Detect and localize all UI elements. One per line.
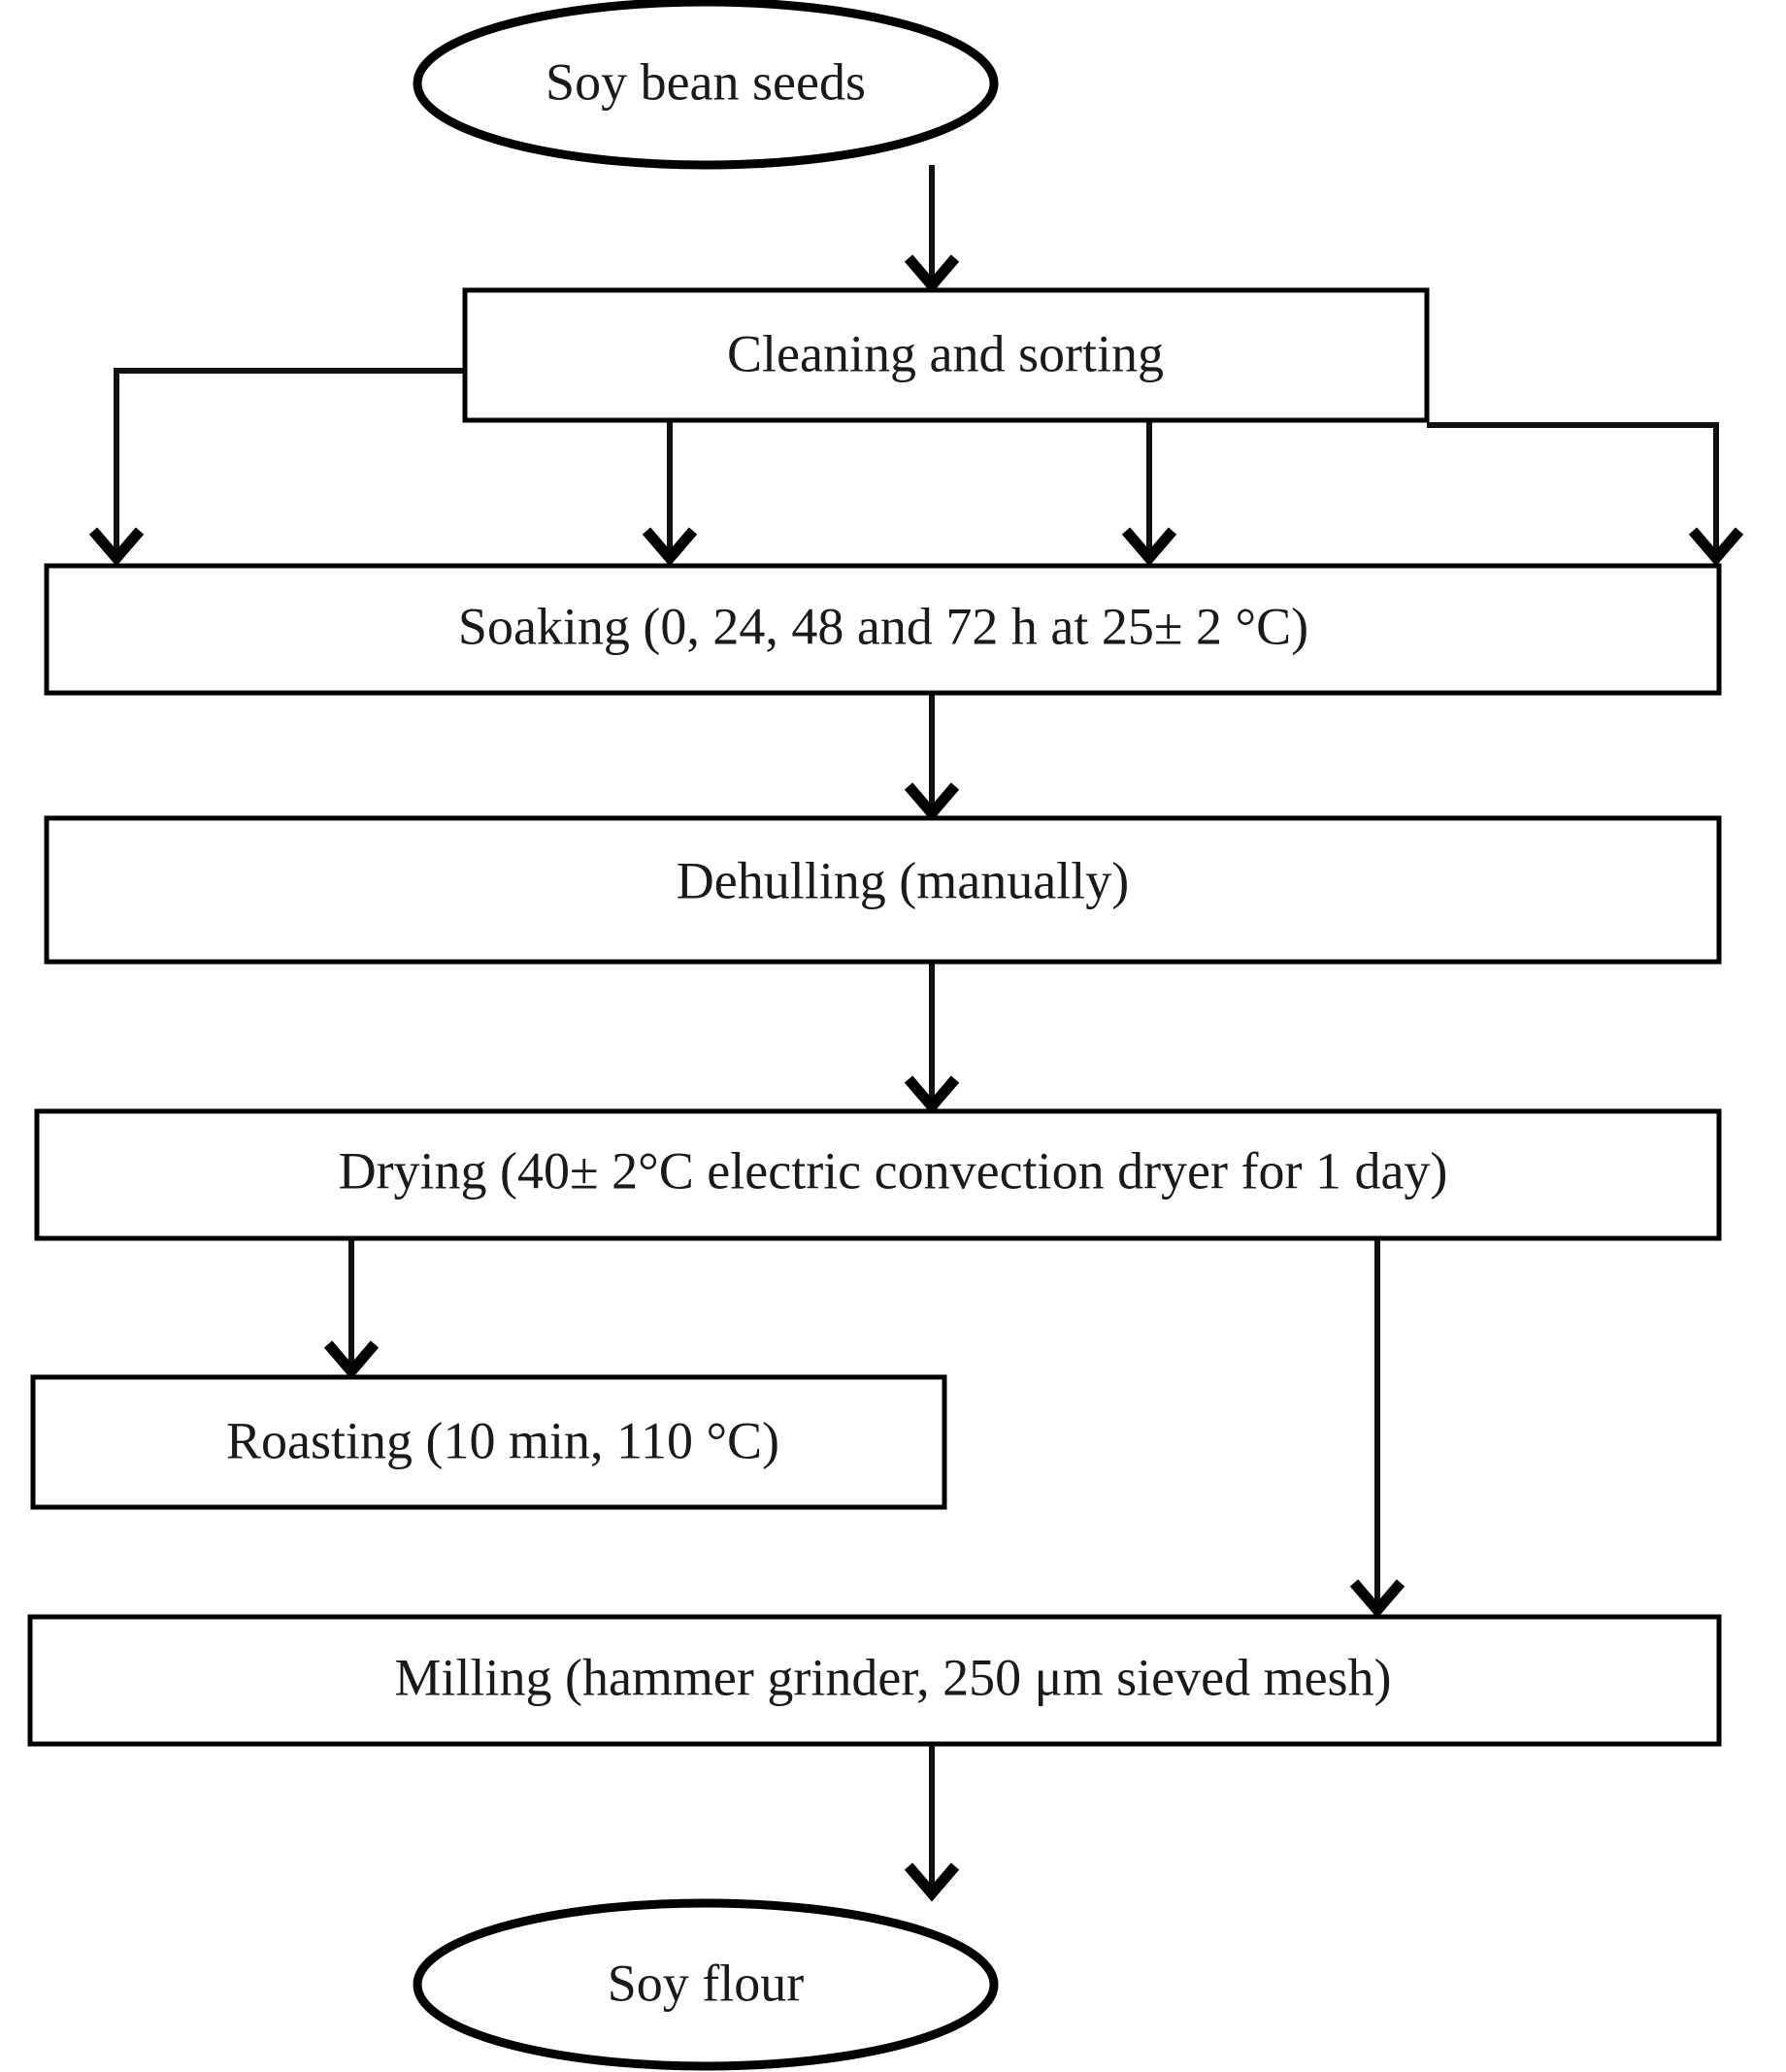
- node-roasting[interactable]: Roasting (10 min, 110 °C): [30, 1374, 947, 1510]
- connector-soaking-to-dehulling: [904, 693, 960, 822]
- arrowhead-icon: [642, 527, 698, 567]
- node-soy-flour[interactable]: Soy flour: [413, 1898, 999, 2071]
- connector-drying-to-roasting: [323, 1238, 380, 1380]
- arrowhead-icon: [904, 1862, 960, 1902]
- node-shape-rect: [27, 1614, 1722, 1747]
- arrowhead-icon: [904, 1075, 960, 1115]
- connector-cleaning-to-soaking-far-left: [88, 368, 465, 567]
- connector-cleaning-to-soaking-far-right: [1427, 422, 1744, 567]
- connector-milling-to-soy-flour: [904, 1744, 960, 1902]
- node-label: Cleaning and sorting: [727, 324, 1164, 382]
- node-shape-ellipse: [413, 1898, 999, 2071]
- node-milling[interactable]: Milling (hammer grinder, 250 μm sieved m…: [27, 1614, 1722, 1747]
- node-layer: Soy bean seeds Cleaning and sorting Soak…: [27, 0, 1722, 2071]
- node-soy-bean-seeds[interactable]: Soy bean seeds: [413, 0, 999, 170]
- arrowhead-icon: [1688, 527, 1744, 567]
- arrowhead-icon: [1121, 527, 1177, 567]
- connector-drying-to-milling: [1349, 1238, 1406, 1619]
- node-label: Drying (40± 2°C electric convection drye…: [339, 1141, 1448, 1200]
- node-soaking[interactable]: Soaking (0, 24, 48 and 72 h at 25± 2 °C): [44, 563, 1722, 696]
- node-label: Dehulling (manually): [677, 851, 1129, 909]
- node-shape-ellipse: [413, 0, 999, 170]
- node-shape-rect: [44, 815, 1722, 965]
- node-cleaning-and-sorting[interactable]: Cleaning and sorting: [462, 287, 1430, 423]
- arrowhead-icon: [904, 254, 960, 294]
- arrowhead-icon: [904, 782, 960, 822]
- node-shape-rect: [462, 287, 1430, 423]
- node-shape-rect: [34, 1108, 1722, 1241]
- node-shape-rect: [44, 563, 1722, 696]
- node-label: Soy bean seeds: [546, 52, 866, 111]
- node-label: Soaking (0, 24, 48 and 72 h at 25± 2 °C): [458, 597, 1308, 655]
- connector-seeds-to-cleaning: [904, 165, 960, 294]
- connector-cleaning-to-soaking-mid-left: [642, 420, 698, 567]
- connector-line: [1427, 422, 1719, 557]
- arrowhead-icon: [1349, 1579, 1406, 1619]
- node-label: Milling (hammer grinder, 250 μm sieved m…: [394, 1648, 1391, 1706]
- node-label: Roasting (10 min, 110 °C): [226, 1411, 779, 1469]
- node-label: Soy flour: [608, 1954, 805, 2012]
- connector-line: [114, 368, 465, 557]
- node-dehulling[interactable]: Dehulling (manually): [44, 815, 1722, 965]
- node-shape-rect: [30, 1374, 947, 1510]
- arrowhead-icon: [88, 527, 145, 567]
- arrowhead-icon: [323, 1340, 380, 1380]
- node-drying[interactable]: Drying (40± 2°C electric convection drye…: [34, 1108, 1722, 1241]
- connector-layer: [88, 165, 1744, 1902]
- connector-cleaning-to-soaking-mid-right: [1121, 420, 1177, 567]
- connector-dehulling-to-drying: [904, 962, 960, 1115]
